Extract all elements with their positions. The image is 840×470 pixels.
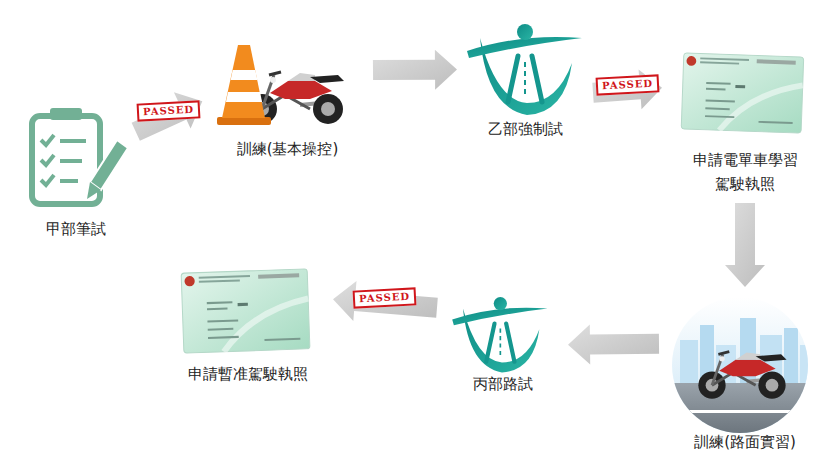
road-scene [672, 297, 810, 435]
cone-and-motorcycle [217, 45, 344, 125]
block-arrow [592, 69, 662, 109]
passed-stamp: PASSED [353, 287, 417, 308]
transport-logo [467, 24, 582, 115]
block-arrow [373, 50, 457, 90]
block-arrow [333, 281, 438, 321]
step-label: 甲部筆試 [46, 217, 106, 241]
step-node: 乙部強制試 [460, 15, 590, 145]
step-label: 丙部路試 [473, 372, 533, 396]
block-arrow [725, 203, 765, 287]
step-node: 訓練(路面實習) [662, 290, 828, 458]
step-label: 訓練(路面實習) [694, 430, 796, 454]
licence-card [681, 53, 804, 133]
step-node: 訓練(基本操控) [205, 35, 370, 165]
step-node: 申請電單車學習 駕駛執照 [665, 50, 825, 200]
step-label: 訓練(基本操控) [237, 137, 339, 161]
block-arrow [132, 92, 203, 141]
step-node: 申請暫准駕駛執照 [165, 260, 330, 390]
licence-card [181, 269, 310, 353]
block-arrow [568, 325, 659, 365]
step-label: 乙部強制試 [488, 117, 563, 141]
transport-logo [452, 297, 547, 373]
passed-stamp: PASSED [137, 100, 201, 121]
step-label: 申請電單車學習 駕駛執照 [689, 148, 802, 196]
passed-stamp: PASSED [595, 74, 659, 95]
step-label: 申請暫准駕駛執照 [188, 362, 308, 386]
step-node: 丙部路試 [440, 285, 565, 400]
clipboard-icon [32, 108, 128, 204]
step-node: 甲部筆試 [18, 105, 133, 245]
